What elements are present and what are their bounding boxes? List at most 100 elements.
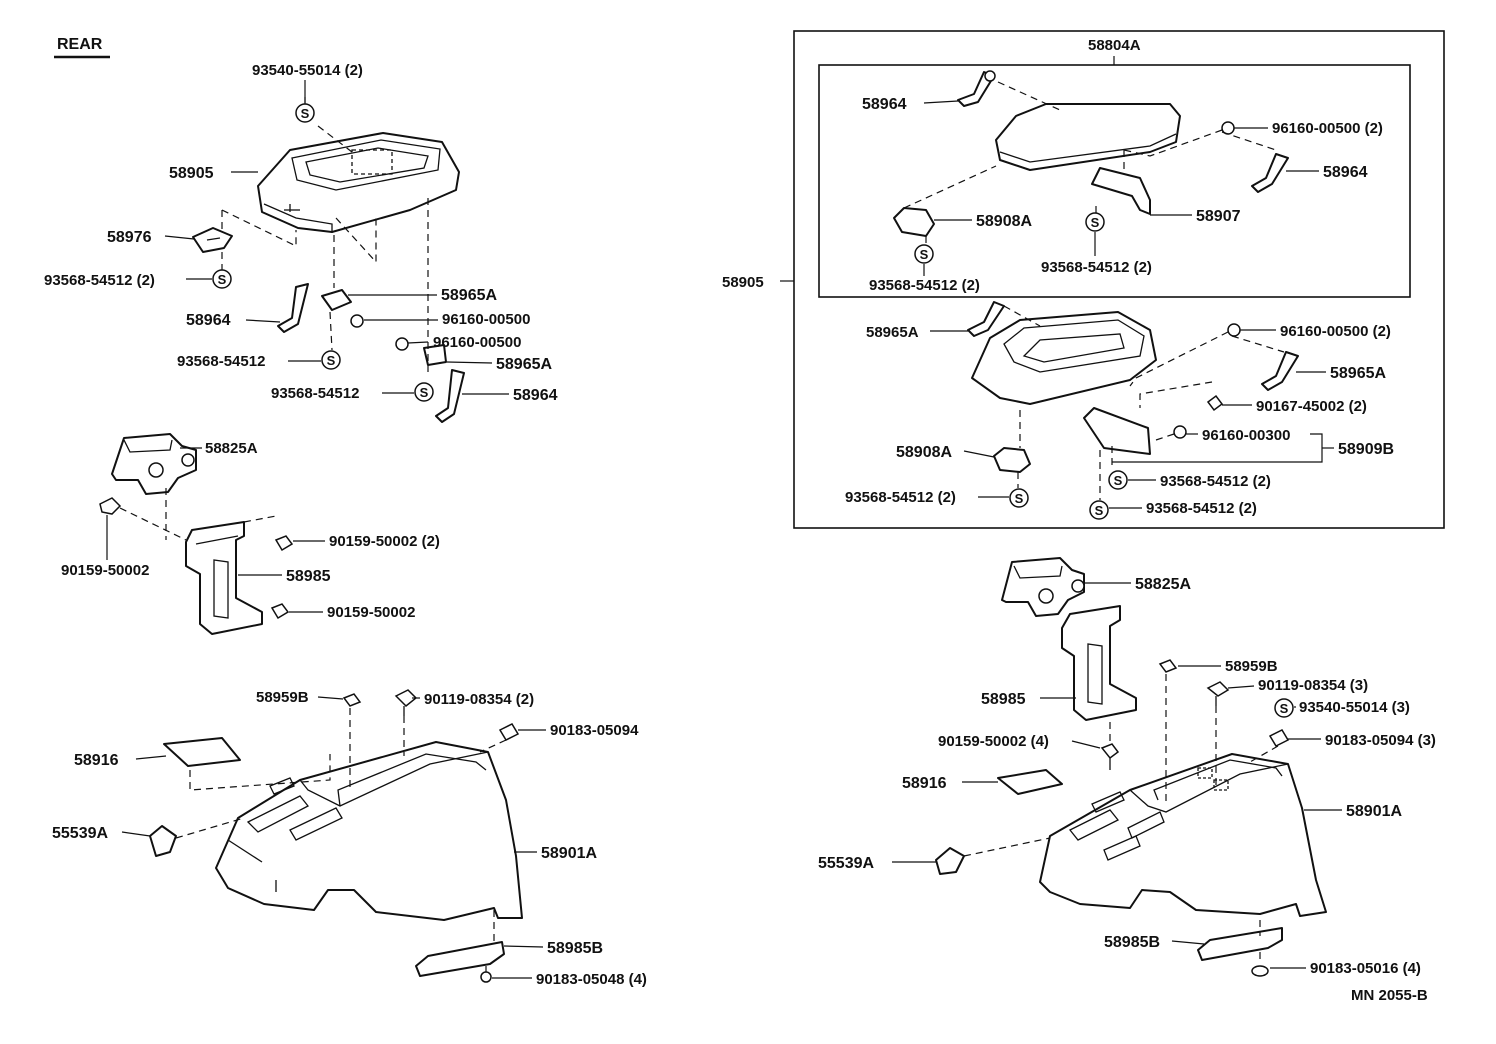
label-58965A-left-1: 58965A [441, 287, 497, 304]
screw-symbol-right-3: S [1108, 470, 1128, 490]
label-58901A-right: 58901A [1346, 803, 1402, 820]
rear-label: REAR [57, 36, 103, 53]
label-93568-54512-2-right-e: 93568-54512 (2) [1146, 500, 1257, 517]
label-90119-08354-3: 90119-08354 (3) [1258, 677, 1368, 694]
svg-text:S: S [301, 106, 310, 121]
label-58908A-right-2: 58908A [896, 444, 952, 461]
hinge-58908A-right-1 [893, 207, 935, 237]
hinge-58965A-left-1 [321, 289, 352, 311]
screw-symbol-left-3: S [321, 350, 341, 370]
label-93568-54512-2-right-d: 93568-54512 (2) [845, 489, 956, 506]
label-90159-50002-4: 90159-50002 (4) [938, 733, 1049, 750]
label-58901A-left: 58901A [541, 845, 597, 862]
screw-symbol-right-2: S [1085, 212, 1105, 232]
nut-96160-00300 [1173, 425, 1187, 439]
label-58825A-left: 58825A [205, 440, 258, 457]
label-96160-00500-left-b: 96160-00500 [433, 334, 521, 351]
plate-58985B-left [415, 941, 505, 977]
label-58825A-right: 58825A [1135, 576, 1191, 593]
screw-symbol-right-1: S [914, 244, 934, 264]
label-58985B-left: 58985B [547, 940, 603, 957]
plug-58959B-left [342, 693, 362, 707]
label-90183-05016-4: 90183-05016 (4) [1310, 960, 1421, 977]
label-58985-left: 58985 [286, 568, 331, 585]
label-93568-54512-left-a: 93568-54512 [177, 353, 265, 370]
label-58964-left-2: 58964 [513, 387, 558, 404]
label-58965A-right-2: 58965A [1330, 365, 1386, 382]
label-58965A-left-2: 58965A [496, 356, 552, 373]
screw-90167-45002 [1206, 394, 1224, 412]
screw-symbol-right-4: S [1089, 500, 1109, 520]
screw-90159-50002-left-3 [270, 603, 290, 620]
svg-text:S: S [1280, 701, 1289, 716]
left-armrest-lid-group [192, 97, 465, 423]
screw-90159-50002-left [99, 497, 122, 515]
svg-text:S: S [1091, 215, 1100, 230]
label-90159-50002-2-left: 90159-50002 (2) [329, 533, 440, 550]
screw-symbol-right-5: S [1009, 488, 1029, 508]
console-box-58901A-right [1039, 753, 1327, 917]
console-box-58901A-left [215, 741, 523, 921]
nut-96160-00500-left-b [395, 337, 409, 351]
clip-90183-05094-left [498, 723, 520, 741]
hinge-58965A-left-2 [423, 344, 447, 366]
label-93540-55014: 93540-55014 (2) [252, 62, 363, 79]
label-93568-54512-2-left: 93568-54512 (2) [44, 272, 155, 289]
pad-58916-right [997, 769, 1063, 795]
svg-text:S: S [420, 385, 429, 400]
bracket-58909B [1083, 407, 1151, 455]
clip-55539A-right [935, 847, 965, 875]
screw-symbol-left-4: S [414, 382, 434, 402]
clip-58976 [192, 227, 233, 253]
right-base-group [967, 301, 1299, 500]
label-58985-right: 58985 [981, 691, 1026, 708]
arm-58964-left-1 [277, 283, 309, 333]
label-96160-00500-left-a: 96160-00500 [442, 311, 530, 328]
arm-58965A-right-2 [1261, 351, 1299, 391]
svg-text:S: S [1114, 473, 1123, 488]
label-96160-00300: 96160-00300 [1202, 427, 1290, 444]
screw-90159-50002-right [1100, 743, 1120, 760]
label-58916-right: 58916 [902, 775, 947, 792]
label-90183-05048-left: 90183-05048 (4) [536, 971, 647, 988]
bracket-58985-right [1061, 605, 1137, 721]
label-58976: 58976 [107, 229, 152, 246]
label-58959B-right: 58959B [1225, 658, 1278, 675]
arm-58965A-right-1 [967, 301, 1005, 337]
label-93568-54512-left-b: 93568-54512 [271, 385, 359, 402]
label-96160-00500-2-right-a: 96160-00500 (2) [1272, 120, 1383, 137]
label-58907: 58907 [1196, 208, 1241, 225]
label-90183-05094-3: 90183-05094 (3) [1325, 732, 1436, 749]
armrest-pad-58804A [995, 103, 1181, 171]
label-58959B-left: 58959B [256, 689, 309, 706]
nut-96160-00500-right-b [1227, 323, 1241, 337]
label-55539A-right: 55539A [818, 855, 874, 872]
screw-symbol-left-1: S [295, 103, 315, 123]
label-58909B: 58909B [1338, 441, 1394, 458]
label-55539A-left: 55539A [52, 825, 108, 842]
label-58964-right-2: 58964 [1323, 164, 1368, 181]
right-lid-group [893, 70, 1289, 248]
assembly-box-58905 [793, 30, 1445, 529]
svg-text:S: S [1015, 491, 1024, 506]
label-58985B-right: 58985B [1104, 934, 1160, 951]
pad-58916-left [163, 737, 241, 767]
label-93568-54512-2-right-c: 93568-54512 (2) [1160, 473, 1271, 490]
label-58804A: 58804A [1088, 37, 1141, 54]
hinge-58908A-right-2 [993, 447, 1031, 473]
label-90159-50002-left-b: 90159-50002 [327, 604, 415, 621]
screw-symbol-left-2: S [212, 269, 232, 289]
diagram-code: MN 2055-B [1351, 987, 1428, 1004]
label-58965A-right-1: 58965A [866, 324, 919, 341]
arm-58964-right-2 [1251, 153, 1289, 193]
svg-text:S: S [1095, 503, 1104, 518]
label-90167-45002-2: 90167-45002 (2) [1256, 398, 1367, 415]
label-96160-00500-2-right-b: 96160-00500 (2) [1280, 323, 1391, 340]
label-93568-54512-2-right-b: 93568-54512 (2) [1041, 259, 1152, 276]
nut-90183-05048-left [480, 971, 492, 983]
label-58916-left: 58916 [74, 752, 119, 769]
clip-90183-05094-right [1268, 729, 1290, 747]
nut-90183-05016-right [1251, 965, 1269, 977]
label-58964-left-1: 58964 [186, 312, 231, 329]
left-bracket-group [99, 433, 294, 635]
